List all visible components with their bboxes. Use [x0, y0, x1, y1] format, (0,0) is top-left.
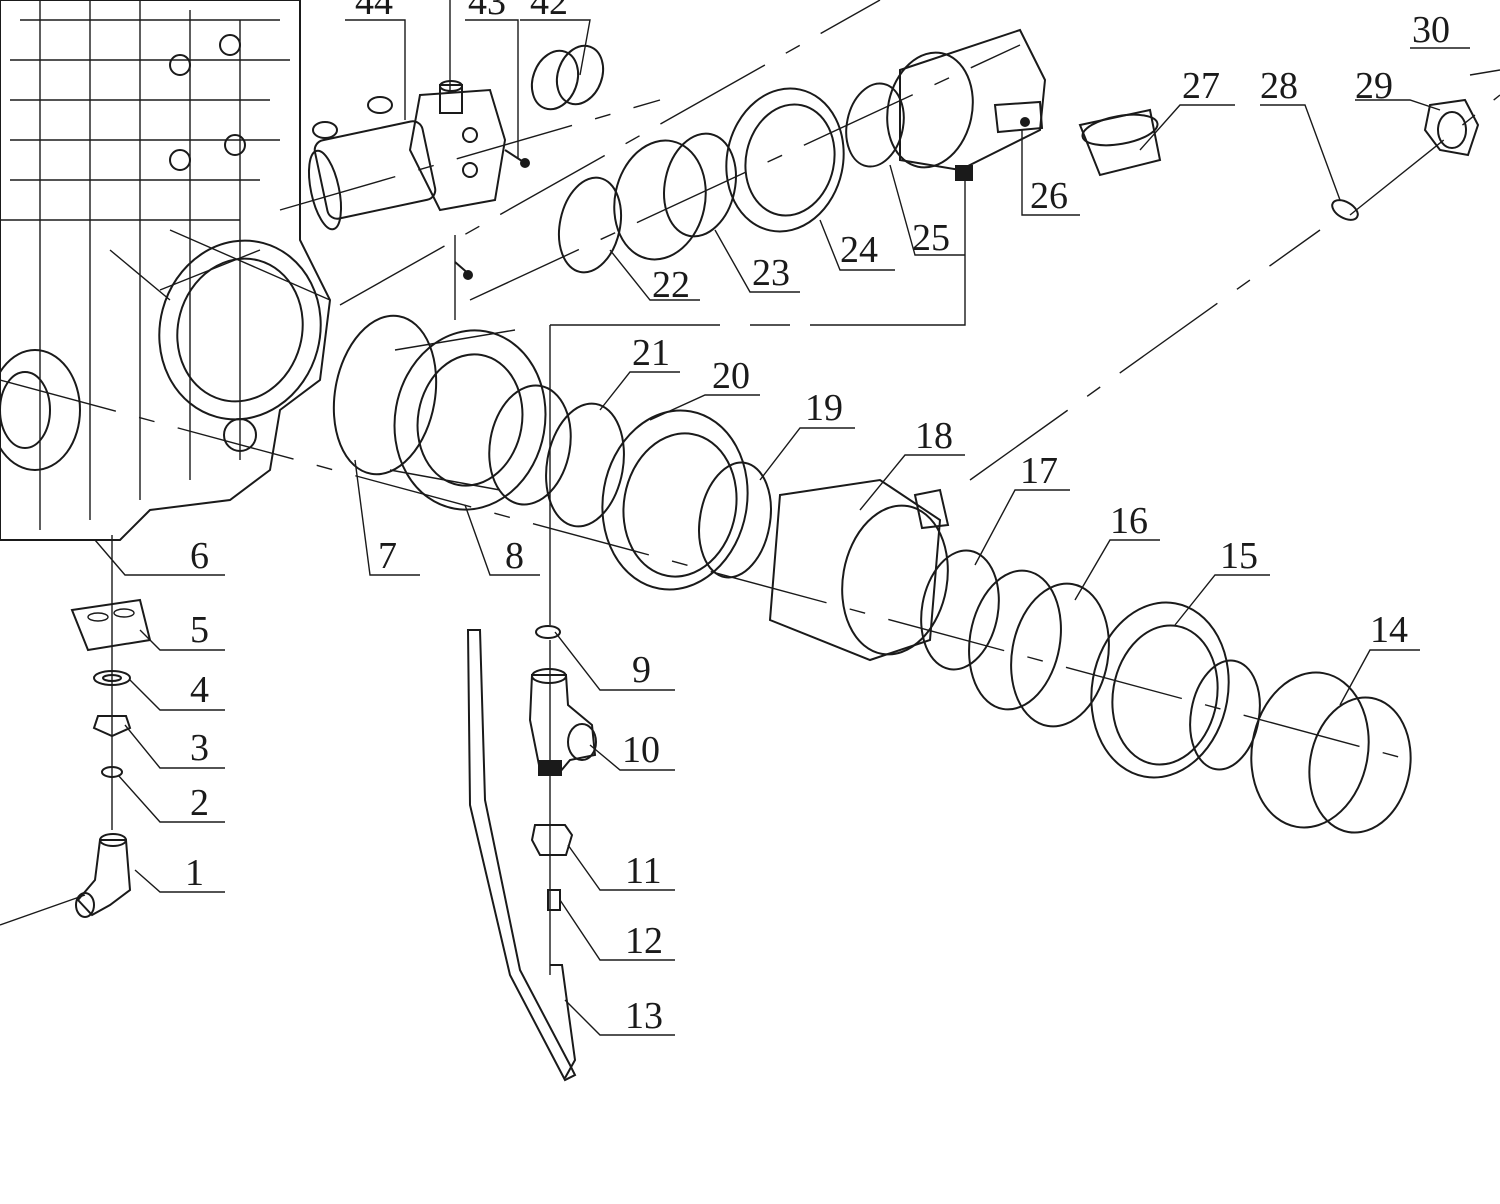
part-3-shape	[92, 715, 132, 738]
part-16-shape	[968, 569, 1062, 711]
part-26-shape	[993, 100, 1044, 134]
part-15-shape	[1090, 601, 1230, 779]
part-21-shape	[545, 402, 625, 528]
part-label-15: 15	[1220, 535, 1258, 577]
part-label-5: 5	[190, 609, 209, 651]
part-label-8: 8	[505, 535, 524, 577]
part-label-2: 2	[190, 782, 209, 824]
assembly-axis-lines	[0, 0, 1500, 975]
part-label-11: 11	[625, 850, 662, 892]
part-1-shape	[76, 839, 132, 917]
part-9-shape	[535, 625, 561, 639]
part-label-6: 6	[190, 535, 209, 577]
part-label-14: 14	[1370, 609, 1408, 651]
part-label-28: 28	[1260, 65, 1298, 107]
main-union-chain	[332, 314, 1412, 834]
part-label-20: 20	[712, 355, 750, 397]
part-label-21: 21	[632, 332, 670, 374]
part-label-3: 3	[190, 727, 209, 769]
injector-fitting-stack	[466, 625, 597, 1082]
part-label-12: 12	[625, 920, 663, 962]
part-23-shape	[613, 139, 707, 261]
part-14-shape	[1250, 671, 1370, 829]
part-label-19: 19	[805, 387, 843, 429]
part-17-shape	[920, 549, 1000, 671]
part-19-shape	[698, 461, 772, 579]
part-label-43: 43	[468, 0, 506, 23]
part-label-22: 22	[652, 264, 690, 306]
part-label-44: 44	[355, 0, 393, 23]
part-11-shape	[530, 824, 574, 856]
part-20-shape	[601, 409, 749, 591]
part-label-25: 25	[912, 217, 950, 259]
part-28-shape	[1331, 199, 1359, 221]
callout-leaders	[94, 0, 1470, 1036]
part-24-shape	[725, 87, 845, 233]
part-label-16: 16	[1110, 500, 1148, 542]
part-label-42: 42	[530, 0, 568, 23]
part-5-shape	[70, 598, 152, 652]
part-label-18: 18	[915, 415, 953, 457]
part-label-1: 1	[185, 852, 204, 894]
valve-body	[0, 0, 332, 541]
drain-fitting-stack	[70, 598, 152, 918]
part-label-27: 27	[1182, 65, 1220, 107]
part-label-26: 26	[1030, 175, 1068, 217]
part-label-30: 30	[1412, 9, 1450, 51]
part-label-13: 13	[625, 995, 663, 1037]
part-7-shape	[332, 314, 438, 476]
part-25-shape	[845, 82, 905, 168]
part-13-tube	[466, 629, 577, 1082]
part-27-shape	[1078, 108, 1162, 177]
part-29-shape	[1423, 98, 1480, 157]
part-label-23: 23	[752, 252, 790, 294]
part-2-shape	[101, 766, 123, 778]
part-4-shape	[93, 670, 131, 686]
upper-union-chain	[558, 28, 1500, 274]
part-18-shape	[768, 478, 942, 662]
part-8-shape	[393, 329, 547, 511]
part-label-9: 9	[632, 649, 651, 691]
part-label-29: 29	[1355, 65, 1393, 107]
part-label-10: 10	[622, 729, 660, 771]
part-number-labels: 1 2 3 4 5 6 7 8 9 10 11 12 13 14 15 16 1…	[185, 0, 1450, 1037]
part-10-shape	[528, 674, 597, 774]
part-label-17: 17	[1020, 450, 1058, 492]
solenoid-assembly	[307, 44, 605, 280]
part-label-4: 4	[190, 669, 209, 711]
part-label-7: 7	[378, 535, 397, 577]
part-label-24: 24	[840, 229, 878, 271]
